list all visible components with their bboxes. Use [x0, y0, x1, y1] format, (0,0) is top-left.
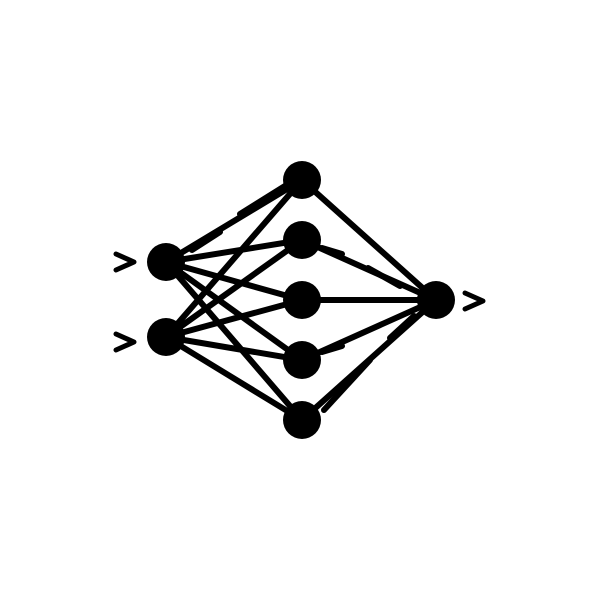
edge-input-2-hidden-4 [163, 334, 305, 363]
edge-stub-5 [387, 313, 417, 341]
edge-input-2-hidden-3 [163, 297, 305, 340]
edge-stub-7 [321, 357, 373, 413]
hidden-node-2 [283, 221, 321, 259]
edge-input-2-hidden-5 [163, 334, 305, 423]
edge-input-2-hidden-2 [163, 237, 305, 340]
edge-stub-1 [237, 181, 291, 217]
edge-stub-4 [365, 265, 403, 289]
edge-input-1-hidden-2 [163, 237, 305, 265]
edge-stub-2 [189, 229, 223, 253]
edge-input-1-hidden-5 [163, 259, 305, 423]
output-arrow-icon-1 [462, 290, 486, 312]
network-nodes [147, 161, 455, 439]
input-arrow-icon-2 [113, 331, 137, 353]
hidden-node-5 [283, 401, 321, 439]
edge-stubs [189, 181, 417, 413]
hidden-node-4 [283, 341, 321, 379]
io-arrows [113, 251, 486, 353]
hidden-node-1 [283, 161, 321, 199]
output-node-1 [417, 281, 455, 319]
edge-stub-3 [319, 245, 345, 257]
edge-input-1-hidden-3 [163, 259, 305, 303]
edge-hidden-1-output-1 [299, 177, 439, 303]
input-node-2 [147, 318, 185, 356]
input-arrow-icon-1 [113, 251, 137, 273]
hidden-node-3 [283, 281, 321, 319]
edge-input-1-hidden-4 [163, 259, 305, 363]
edge-input-1-hidden-1 [163, 177, 305, 265]
edge-stub-6 [319, 343, 345, 355]
input-node-1 [147, 243, 185, 281]
edge-input-2-hidden-1 [163, 177, 305, 340]
